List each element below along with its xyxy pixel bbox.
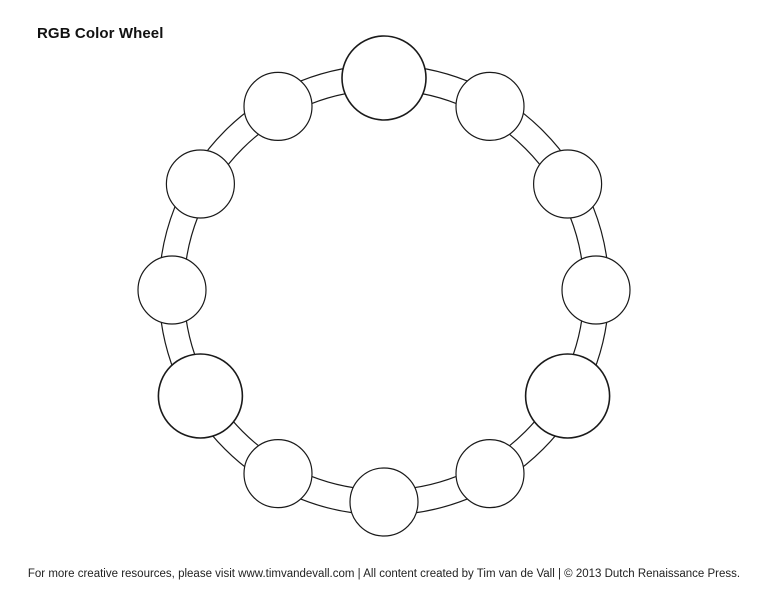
- color-slot-7-tertiary[interactable]: [243, 439, 313, 509]
- color-slot-6-secondary[interactable]: [349, 467, 419, 537]
- color-slot-10-secondary[interactable]: [165, 149, 235, 219]
- color-slot-11-tertiary[interactable]: [243, 71, 313, 142]
- color-slot-9-tertiary[interactable]: [137, 255, 207, 325]
- ring-outer-line: [158, 64, 610, 516]
- color-slot-4-primary[interactable]: [524, 353, 611, 439]
- color-slot-8-primary[interactable]: [157, 353, 244, 439]
- ring-inner-line: [183, 89, 585, 491]
- color-slot-0-primary[interactable]: [341, 35, 427, 121]
- color-slot-5-tertiary[interactable]: [455, 439, 525, 509]
- wheel-slots: [137, 35, 631, 537]
- color-slot-1-tertiary[interactable]: [455, 71, 525, 142]
- color-slot-3-tertiary[interactable]: [561, 255, 631, 325]
- footer-credit: For more creative resources, please visi…: [27, 568, 741, 580]
- page-title: RGB Color Wheel: [37, 25, 164, 42]
- color-slot-2-secondary[interactable]: [532, 149, 603, 219]
- wheel-ring: [158, 64, 610, 516]
